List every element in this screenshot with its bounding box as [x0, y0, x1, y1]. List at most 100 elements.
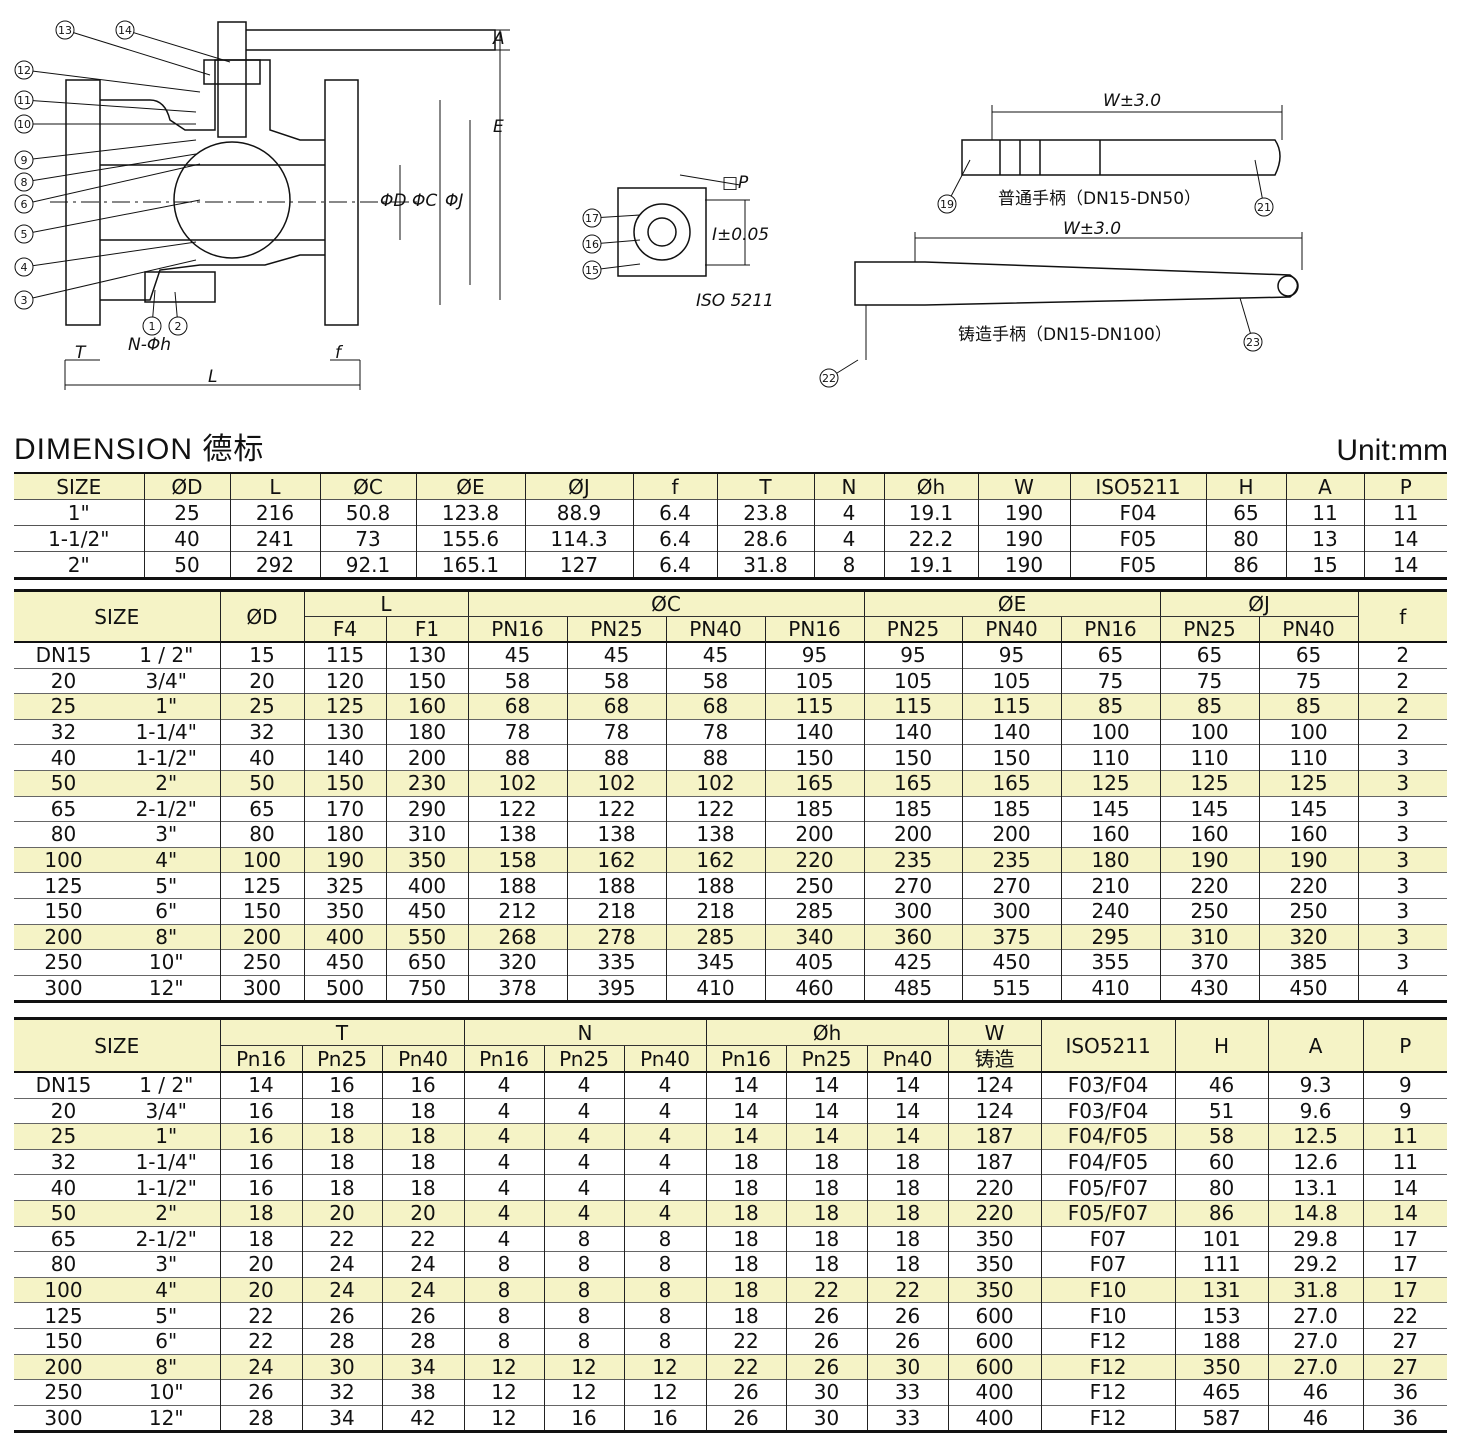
table2-subheader-cell: F4 [303, 616, 387, 643]
table-cell: 10" [113, 1379, 221, 1406]
table-cell: 180 [385, 719, 469, 745]
table-cell: 4 [463, 1149, 545, 1175]
table-cell: 587 [1174, 1405, 1269, 1432]
table-cell: 3 [1357, 898, 1448, 925]
table-cell: 15 [1285, 551, 1365, 579]
table-cell: 150 [961, 744, 1062, 771]
table-cell: 200 [863, 821, 963, 848]
table-cell: 165 [961, 770, 1062, 797]
table-cell: 40 [219, 744, 305, 771]
table-cell: 1-1/2" [113, 744, 221, 771]
table-cell: F04/F05 [1040, 1149, 1176, 1175]
table-cell: 14 [705, 1123, 787, 1150]
table-cell: 16 [381, 1072, 465, 1099]
part-callout: 23 [1239, 297, 1263, 352]
valve-technical-drawing: A E ΦD ΦC ΦJ T f L N-Φh □P I±0.05 ISO 52… [14, 20, 1303, 390]
table-cell: 27.0 [1267, 1328, 1364, 1355]
part-callout: 8 [14, 153, 197, 192]
valve-body-right-flange [324, 79, 359, 326]
table-cell: 26 [705, 1379, 787, 1406]
table-cell: 290 [385, 796, 469, 822]
handle-cast [854, 261, 1299, 306]
table-cell: 14 [1362, 1200, 1448, 1227]
table2-subheader-cell: PN40 [665, 616, 766, 643]
table-cell: 138 [467, 821, 568, 848]
table-cell: 270 [863, 872, 963, 899]
table1-header-cell: A [1285, 473, 1365, 500]
table-cell: 6.4 [632, 551, 718, 579]
table-cell: 14 [866, 1098, 949, 1124]
table-cell: 34 [381, 1354, 465, 1380]
table-cell: 12 [543, 1379, 625, 1406]
table-cell: 4 [543, 1123, 625, 1150]
table-cell: 127 [524, 551, 634, 579]
table-cell: 68 [566, 693, 667, 720]
table-cell: 31.8 [1267, 1277, 1364, 1303]
table-cell: 24 [301, 1277, 383, 1303]
handle-cast-eye [1277, 275, 1299, 297]
table-cell: 3 [1357, 744, 1448, 771]
table-cell: 25 [14, 1123, 113, 1150]
table-cell: 165.1 [415, 551, 526, 579]
table-cell: 80 [50, 822, 77, 847]
table-cell: 110 [1159, 744, 1260, 771]
table-cell: 95 [961, 642, 1062, 669]
table-cell: 4" [113, 847, 221, 873]
table-cell: 46 [1267, 1379, 1364, 1406]
part-callout: 19 [937, 159, 971, 214]
table-cell: 188 [665, 872, 766, 899]
table-cell: 216 [229, 499, 321, 526]
table-cell: 4 [463, 1098, 545, 1124]
table-cell: F07 [1040, 1251, 1176, 1278]
table1-header-cell: SIZE [14, 473, 145, 500]
table1-header-cell: L [229, 473, 321, 500]
table-cell: 18 [705, 1302, 787, 1329]
valve-stem [217, 21, 247, 138]
table-cell: 235 [863, 847, 963, 873]
table-cell: 292 [229, 551, 321, 579]
table-cell: DN15 [35, 643, 92, 668]
table-cell: 131 [1174, 1277, 1269, 1303]
table-cell: 1-1/2" [113, 1174, 221, 1201]
part-callout: 22 [819, 359, 859, 388]
table-cell: 5" [113, 1302, 221, 1329]
table-cell: 250 [44, 950, 83, 975]
table-cell: 30 [866, 1354, 949, 1380]
part-callout-number: 15 [585, 264, 599, 277]
table-cell: 32 [50, 1150, 77, 1175]
table-cell: 190 [977, 525, 1071, 552]
table-cell: 350 [947, 1277, 1042, 1303]
part-callout-number: 19 [940, 198, 954, 211]
table-cell: 46 [1267, 1405, 1364, 1432]
table-cell: 100 [14, 1277, 113, 1303]
table-cell: 58 [566, 668, 667, 694]
table2-subheader-cell: PN40 [961, 616, 1062, 643]
table2-subheader-cell: PN40 [1258, 616, 1359, 643]
table-cell: 220 [947, 1174, 1042, 1201]
part-callout-number: 21 [1257, 201, 1271, 214]
table-cell: 8 [623, 1251, 707, 1278]
table-cell: 4 [623, 1200, 707, 1227]
table-cell: 400 [947, 1379, 1042, 1406]
valve-body-outline [100, 59, 325, 301]
table-cell: F04/F05 [1040, 1123, 1176, 1150]
table-cell: 13 [1285, 525, 1365, 552]
dim-label-c: ΦC [412, 191, 437, 211]
table-cell: 14 [866, 1072, 949, 1099]
table-cell: 12 [623, 1379, 707, 1406]
table-cell: 6" [113, 898, 221, 925]
table-cell: 230 [385, 770, 469, 797]
part-callout-number: 17 [585, 212, 599, 225]
table-cell: 220 [1258, 872, 1359, 899]
table1-header-cell: N [813, 473, 885, 500]
table-cell: 241 [229, 525, 321, 552]
table-cell: 14 [1363, 525, 1447, 552]
part-callout-number: 9 [21, 154, 28, 167]
table-cell: 4 [623, 1072, 707, 1099]
table-cell: 130 [303, 719, 387, 745]
